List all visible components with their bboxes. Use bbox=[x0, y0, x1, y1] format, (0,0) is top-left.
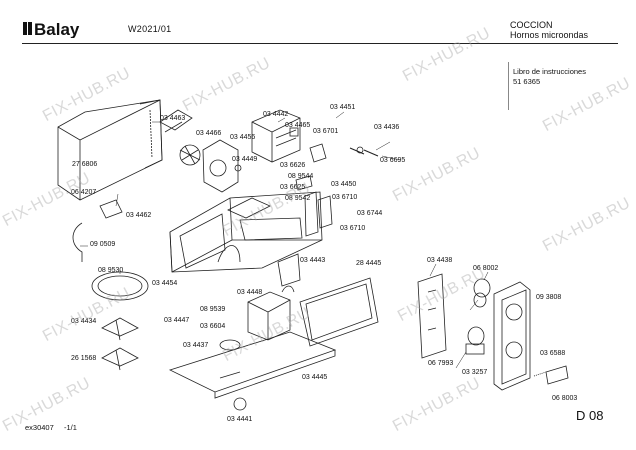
svg-text:Balay: Balay bbox=[34, 20, 80, 38]
part-label: 03 6626 bbox=[280, 162, 306, 169]
part-label: 08 9542 bbox=[285, 195, 311, 202]
category-label: COCCION bbox=[510, 20, 553, 30]
part-label: 03 6701 bbox=[313, 128, 339, 135]
part-label: 03 4462 bbox=[126, 212, 152, 219]
outer-case bbox=[57, 99, 163, 201]
part-label: 03 4454 bbox=[152, 280, 178, 287]
part-label: 08 9530 bbox=[98, 267, 124, 274]
part-label: 03 3257 bbox=[462, 369, 488, 376]
part-label: 03 4443 bbox=[300, 257, 326, 264]
sheet-code: D 08 bbox=[576, 408, 604, 423]
part-label: 03 4465 bbox=[285, 122, 311, 129]
manual-number: 51 6365 bbox=[513, 77, 541, 86]
part-label: 06 4207 bbox=[71, 189, 97, 196]
part-label: 03 4450 bbox=[331, 181, 357, 188]
magnetron bbox=[251, 109, 301, 163]
door-hinge-bracket bbox=[159, 109, 193, 133]
part-label: 03 4451 bbox=[330, 104, 356, 111]
part-label: 28 4445 bbox=[356, 260, 382, 267]
part-label: 03 6744 bbox=[357, 210, 383, 217]
part-label: 03 6588 bbox=[540, 350, 566, 357]
part-label: 03 6604 bbox=[200, 323, 226, 330]
part-label: 03 4437 bbox=[183, 342, 209, 349]
model-number: W2021/01 bbox=[128, 24, 172, 34]
door-panel bbox=[299, 277, 379, 347]
part-label: 03 6710 bbox=[332, 194, 358, 201]
document-code: ex30407 bbox=[25, 423, 54, 432]
part-label: 06 8002 bbox=[473, 265, 499, 272]
manual-title: Libro de instrucciones bbox=[513, 67, 586, 76]
fan bbox=[179, 144, 201, 166]
oven-cavity bbox=[169, 191, 323, 273]
part-label: 03 4441 bbox=[227, 416, 253, 423]
front-control-panel bbox=[493, 281, 531, 391]
subcategory-label: Hornos microondas bbox=[510, 30, 589, 40]
base-plate bbox=[168, 331, 337, 399]
part-label: 03 6710 bbox=[340, 225, 366, 232]
part-label: 03 4466 bbox=[196, 130, 222, 137]
part-label: 03 4434 bbox=[71, 318, 97, 325]
part-label: 09 0509 bbox=[90, 241, 116, 248]
part-label: 03 6625 bbox=[280, 184, 306, 191]
part-label: 06 8003 bbox=[552, 395, 578, 402]
header-divider bbox=[22, 43, 618, 44]
part-label: 03 4436 bbox=[374, 124, 400, 131]
part-label: 08 9539 bbox=[200, 306, 226, 313]
part-label: 06 7993 bbox=[428, 360, 454, 367]
part-label: 03 4456 bbox=[230, 134, 256, 141]
page-indicator: -1/1 bbox=[64, 423, 77, 432]
part-label: 26 1568 bbox=[71, 355, 97, 362]
part-label: 03 4448 bbox=[237, 289, 263, 296]
brand-logo: Balay bbox=[23, 19, 100, 38]
part-label: 27 6806 bbox=[72, 161, 98, 168]
turntable bbox=[91, 271, 149, 371]
part-label: 03 4438 bbox=[427, 257, 453, 264]
part-label: 03 6695 bbox=[380, 157, 406, 164]
part-label: 09 3808 bbox=[536, 294, 562, 301]
transformer bbox=[247, 285, 295, 341]
part-label: 03 4442 bbox=[263, 111, 289, 118]
part-label: 03 4445 bbox=[302, 374, 328, 381]
control-board bbox=[417, 273, 447, 359]
part-label: 03 4447 bbox=[164, 317, 190, 324]
part-label: 08 9544 bbox=[288, 173, 314, 180]
part-label: 03 4449 bbox=[232, 156, 258, 163]
manual-info-box bbox=[508, 62, 617, 110]
part-label: 03 4463 bbox=[160, 115, 186, 122]
